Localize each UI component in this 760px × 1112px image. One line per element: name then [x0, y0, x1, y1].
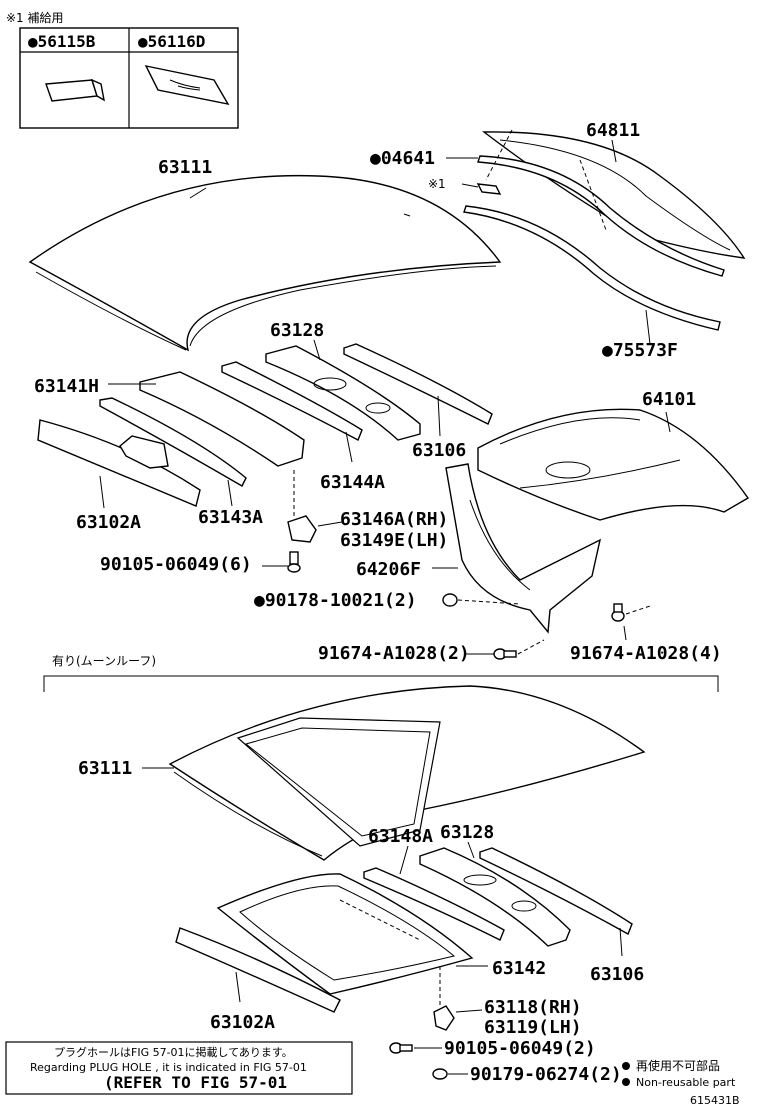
label-64206f: 64206F [356, 559, 421, 580]
label-63146a-rh: 63146A(RH) [340, 509, 448, 530]
roof-bow-63128 [265, 345, 421, 441]
legend-en: Non-reusable part [636, 1076, 736, 1089]
front-header-63102a-lower [175, 927, 341, 1013]
non-reusable-bullet-icon-2 [622, 1078, 630, 1086]
label-63141h: 63141H [34, 376, 99, 397]
label-64811: 64811 [586, 120, 640, 141]
package-tray-64101 [477, 408, 750, 521]
notice-en: Regarding PLUG HOLE , it is indicated in… [30, 1061, 307, 1074]
label-04641: ●04641 [370, 148, 435, 169]
nut-90179 [432, 1068, 448, 1080]
label-90105-upper: 90105-06049(6) [100, 554, 252, 575]
front-header-63102a-upper [37, 419, 201, 507]
roof-bow-63143a [99, 397, 247, 487]
moonroof-caption: 有り(ムーンルーフ) [52, 654, 156, 668]
bolt-90105-lower [389, 1042, 413, 1054]
bracket-63146a [287, 515, 317, 543]
label-63143a: 63143A [198, 507, 263, 528]
legend-jp: 再使用不可部品 [636, 1058, 720, 1073]
supply-part-56115b: ●56115B [28, 32, 96, 51]
label-91674-4: 91674-A1028(4) [570, 643, 722, 664]
non-reusable-bullet-icon [622, 1062, 630, 1070]
label-63102a-lower: 63102A [210, 1012, 275, 1033]
moonroof-frame-63142 [216, 873, 474, 995]
supply-table: ●56115B ●56116D [19, 27, 239, 129]
supply-note: ※1 補給用 [6, 11, 64, 25]
label-63128-lower: 63128 [440, 822, 494, 843]
label-63102a-upper: 63102A [76, 512, 141, 533]
supply-part-56116d: ●56116D [138, 32, 205, 51]
label-64101: 64101 [642, 389, 696, 410]
rear-support-64206f [445, 463, 602, 634]
back-glass-64811 [481, 131, 746, 259]
label-63106-upper: 63106 [412, 440, 466, 461]
reinf-63128-lower [419, 847, 571, 947]
figure-id: 615431B [690, 1094, 740, 1107]
nut-90178 [442, 593, 458, 607]
label-75573f: ●75573F [602, 340, 678, 361]
roof-panel-63111 [28, 174, 502, 352]
rail-63106-lower [479, 847, 633, 935]
reinf-63148a [363, 867, 505, 941]
bolt-91674-4 [611, 603, 625, 622]
supply-part-56116d-drawing [144, 65, 230, 105]
label-63142: 63142 [492, 958, 546, 979]
supply-part-56115b-drawing [45, 78, 105, 102]
label-63148a: 63148A [368, 826, 433, 847]
notice-ref: (REFER TO FIG 57-01 [104, 1073, 287, 1092]
label-63144a: 63144A [320, 472, 385, 493]
label-63119-lh: 63119(LH) [484, 1017, 582, 1038]
label-63111-lower: 63111 [78, 758, 132, 779]
bolt-90105-upper [287, 551, 301, 573]
moulding-strips [463, 155, 725, 331]
notice-jp: プラグホールはFIG 57-01に掲載してあります。 [54, 1045, 293, 1059]
label-63118-rh: 63118(RH) [484, 997, 582, 1018]
plug-hole-notice: プラグホールはFIG 57-01に掲載してあります。 Regarding PLU… [5, 1041, 353, 1095]
legend: 再使用不可部品 Non-reusable part [622, 1058, 736, 1089]
roof-bow-63141h [139, 371, 305, 467]
bracket-63118 [433, 1005, 455, 1031]
roof-bow-63144a [221, 361, 363, 441]
label-90105-lower: 90105-06049(2) [444, 1038, 596, 1059]
label-90178: ●90178-10021(2) [254, 590, 417, 611]
roof-rail-63106 [343, 343, 493, 425]
moonroof-bracket [43, 675, 719, 692]
label-63149e-lh: 63149E(LH) [340, 530, 448, 551]
label-63128-upper: 63128 [270, 320, 324, 341]
clip-note: ※1 [428, 177, 446, 191]
label-63106-lower: 63106 [590, 964, 644, 985]
label-91674-2: 91674-A1028(2) [318, 643, 470, 664]
clip-04641-drawing [476, 183, 502, 195]
roof-panel-63111-moonroof [168, 685, 646, 861]
label-63111-upper: 63111 [158, 157, 212, 178]
bolt-91674-2 [493, 648, 517, 660]
label-90179: 90179-06274(2) [470, 1064, 622, 1085]
